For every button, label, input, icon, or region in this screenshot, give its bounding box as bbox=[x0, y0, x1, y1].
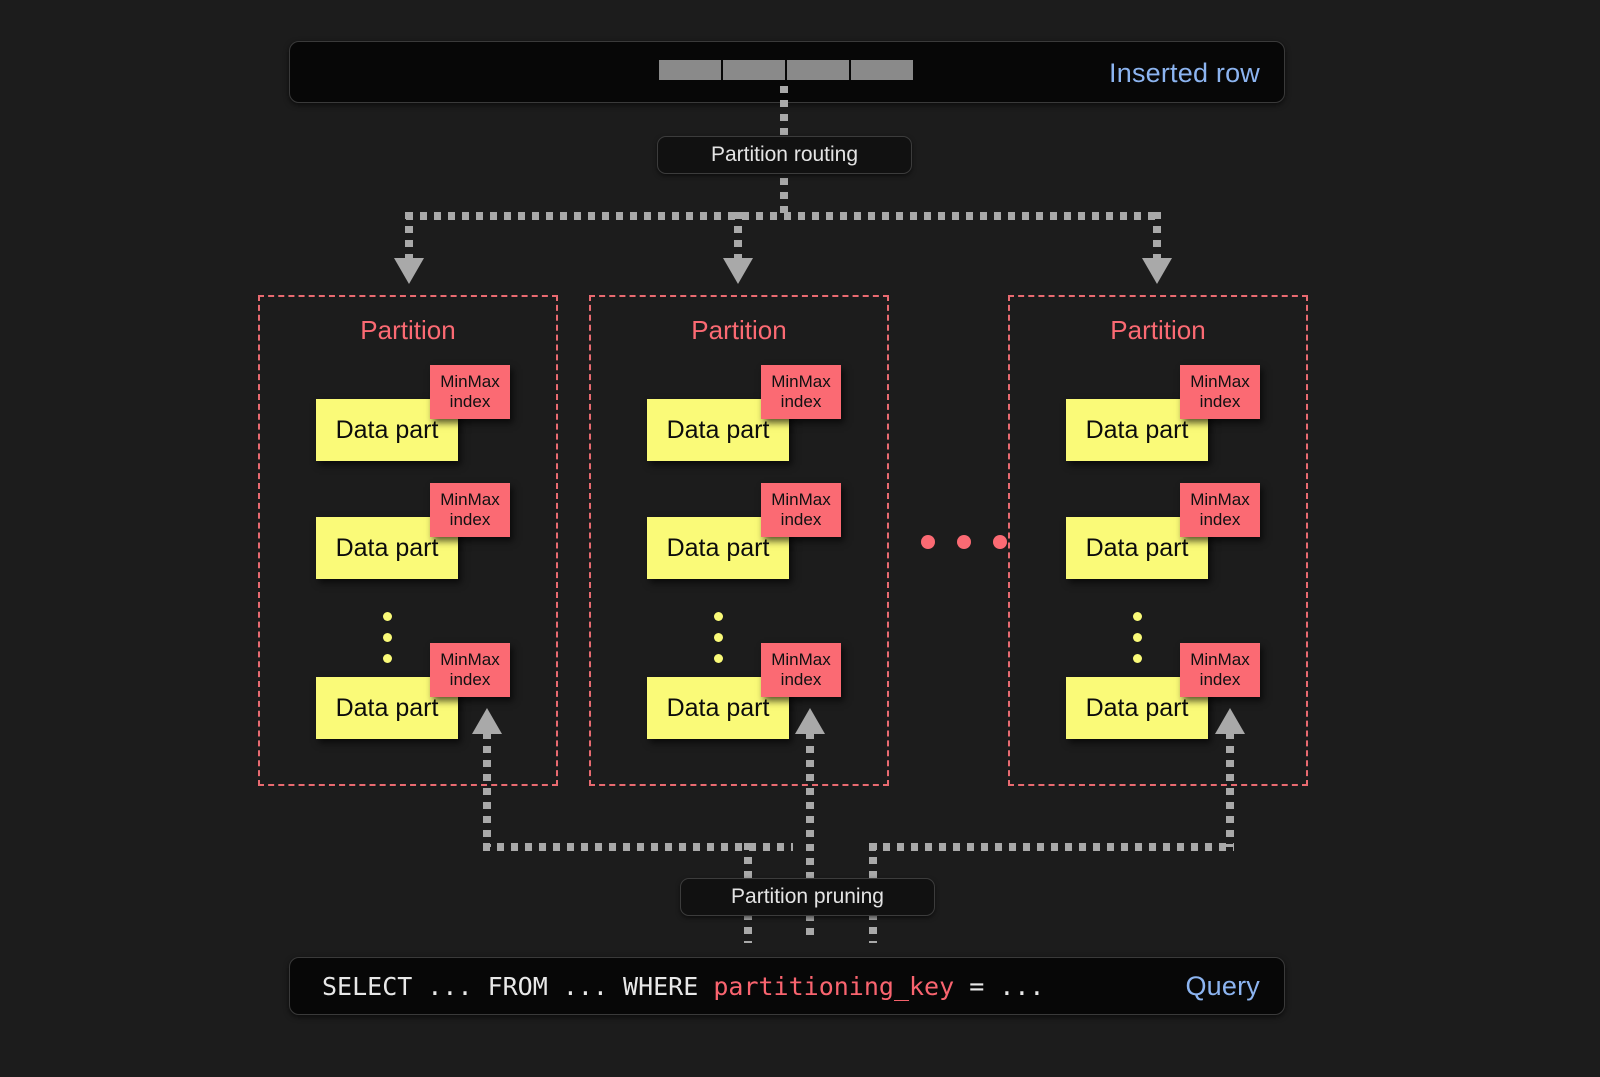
connector-bus-to-partition-2 bbox=[1153, 212, 1161, 262]
connector-routing-bus bbox=[406, 212, 1161, 220]
partition-title: Partition bbox=[360, 315, 456, 345]
sql-suffix: = ... bbox=[954, 972, 1045, 1001]
data-part-box: Data part bbox=[1066, 399, 1208, 461]
connector-bus-to-partition-0 bbox=[405, 212, 413, 262]
row-cell bbox=[659, 60, 721, 80]
inserted-row-bar: Inserted row bbox=[289, 41, 1285, 103]
arrow-into-partition-1 bbox=[723, 258, 753, 284]
arrow-into-partition-1-parts bbox=[795, 708, 825, 734]
data-part-ellipsis bbox=[1133, 612, 1142, 663]
row-cell bbox=[723, 60, 785, 80]
inserted-row-cells bbox=[659, 60, 913, 80]
row-cell bbox=[787, 60, 849, 80]
partition-routing-box[interactable]: Partition routing bbox=[657, 136, 912, 174]
arrow-into-partition-0 bbox=[394, 258, 424, 284]
connector-pruning-bus-right bbox=[869, 843, 1234, 851]
partition-title: Partition bbox=[1110, 315, 1206, 345]
connector-row-to-routing bbox=[780, 86, 788, 138]
data-part-box: Data part bbox=[647, 677, 789, 739]
query-sql-text: SELECT ... FROM ... WHERE partitioning_k… bbox=[322, 972, 1044, 1001]
connector-bus-to-partition-1 bbox=[734, 212, 742, 262]
connector-pruning-to-partition-0 bbox=[483, 732, 491, 847]
partition-pruning-box[interactable]: Partition pruning bbox=[680, 878, 935, 916]
arrow-into-partition-0-parts bbox=[472, 708, 502, 734]
query-bar: SELECT ... FROM ... WHERE partitioning_k… bbox=[289, 957, 1285, 1015]
query-label: Query bbox=[1185, 971, 1260, 1001]
data-part-box: Data part bbox=[316, 517, 458, 579]
connector-pruning-to-partition-2 bbox=[1226, 732, 1234, 847]
data-part-ellipsis bbox=[714, 612, 723, 663]
sql-partitioning-key: partitioning_key bbox=[713, 972, 955, 1001]
data-part-ellipsis bbox=[383, 612, 392, 663]
partitions-ellipsis bbox=[921, 535, 1007, 549]
arrow-into-partition-2 bbox=[1142, 258, 1172, 284]
connector-pruning-bus-left bbox=[483, 843, 793, 851]
sql-prefix: SELECT ... FROM ... WHERE bbox=[322, 972, 714, 1001]
inserted-row-label: Inserted row bbox=[1109, 58, 1260, 88]
connector-routing-to-bus bbox=[780, 136, 788, 216]
data-part-box: Data part bbox=[1066, 517, 1208, 579]
partition-title: Partition bbox=[691, 315, 787, 345]
connector-pruning-to-partition-1 bbox=[806, 732, 814, 942]
row-cell bbox=[851, 60, 913, 80]
arrow-into-partition-2-parts bbox=[1215, 708, 1245, 734]
